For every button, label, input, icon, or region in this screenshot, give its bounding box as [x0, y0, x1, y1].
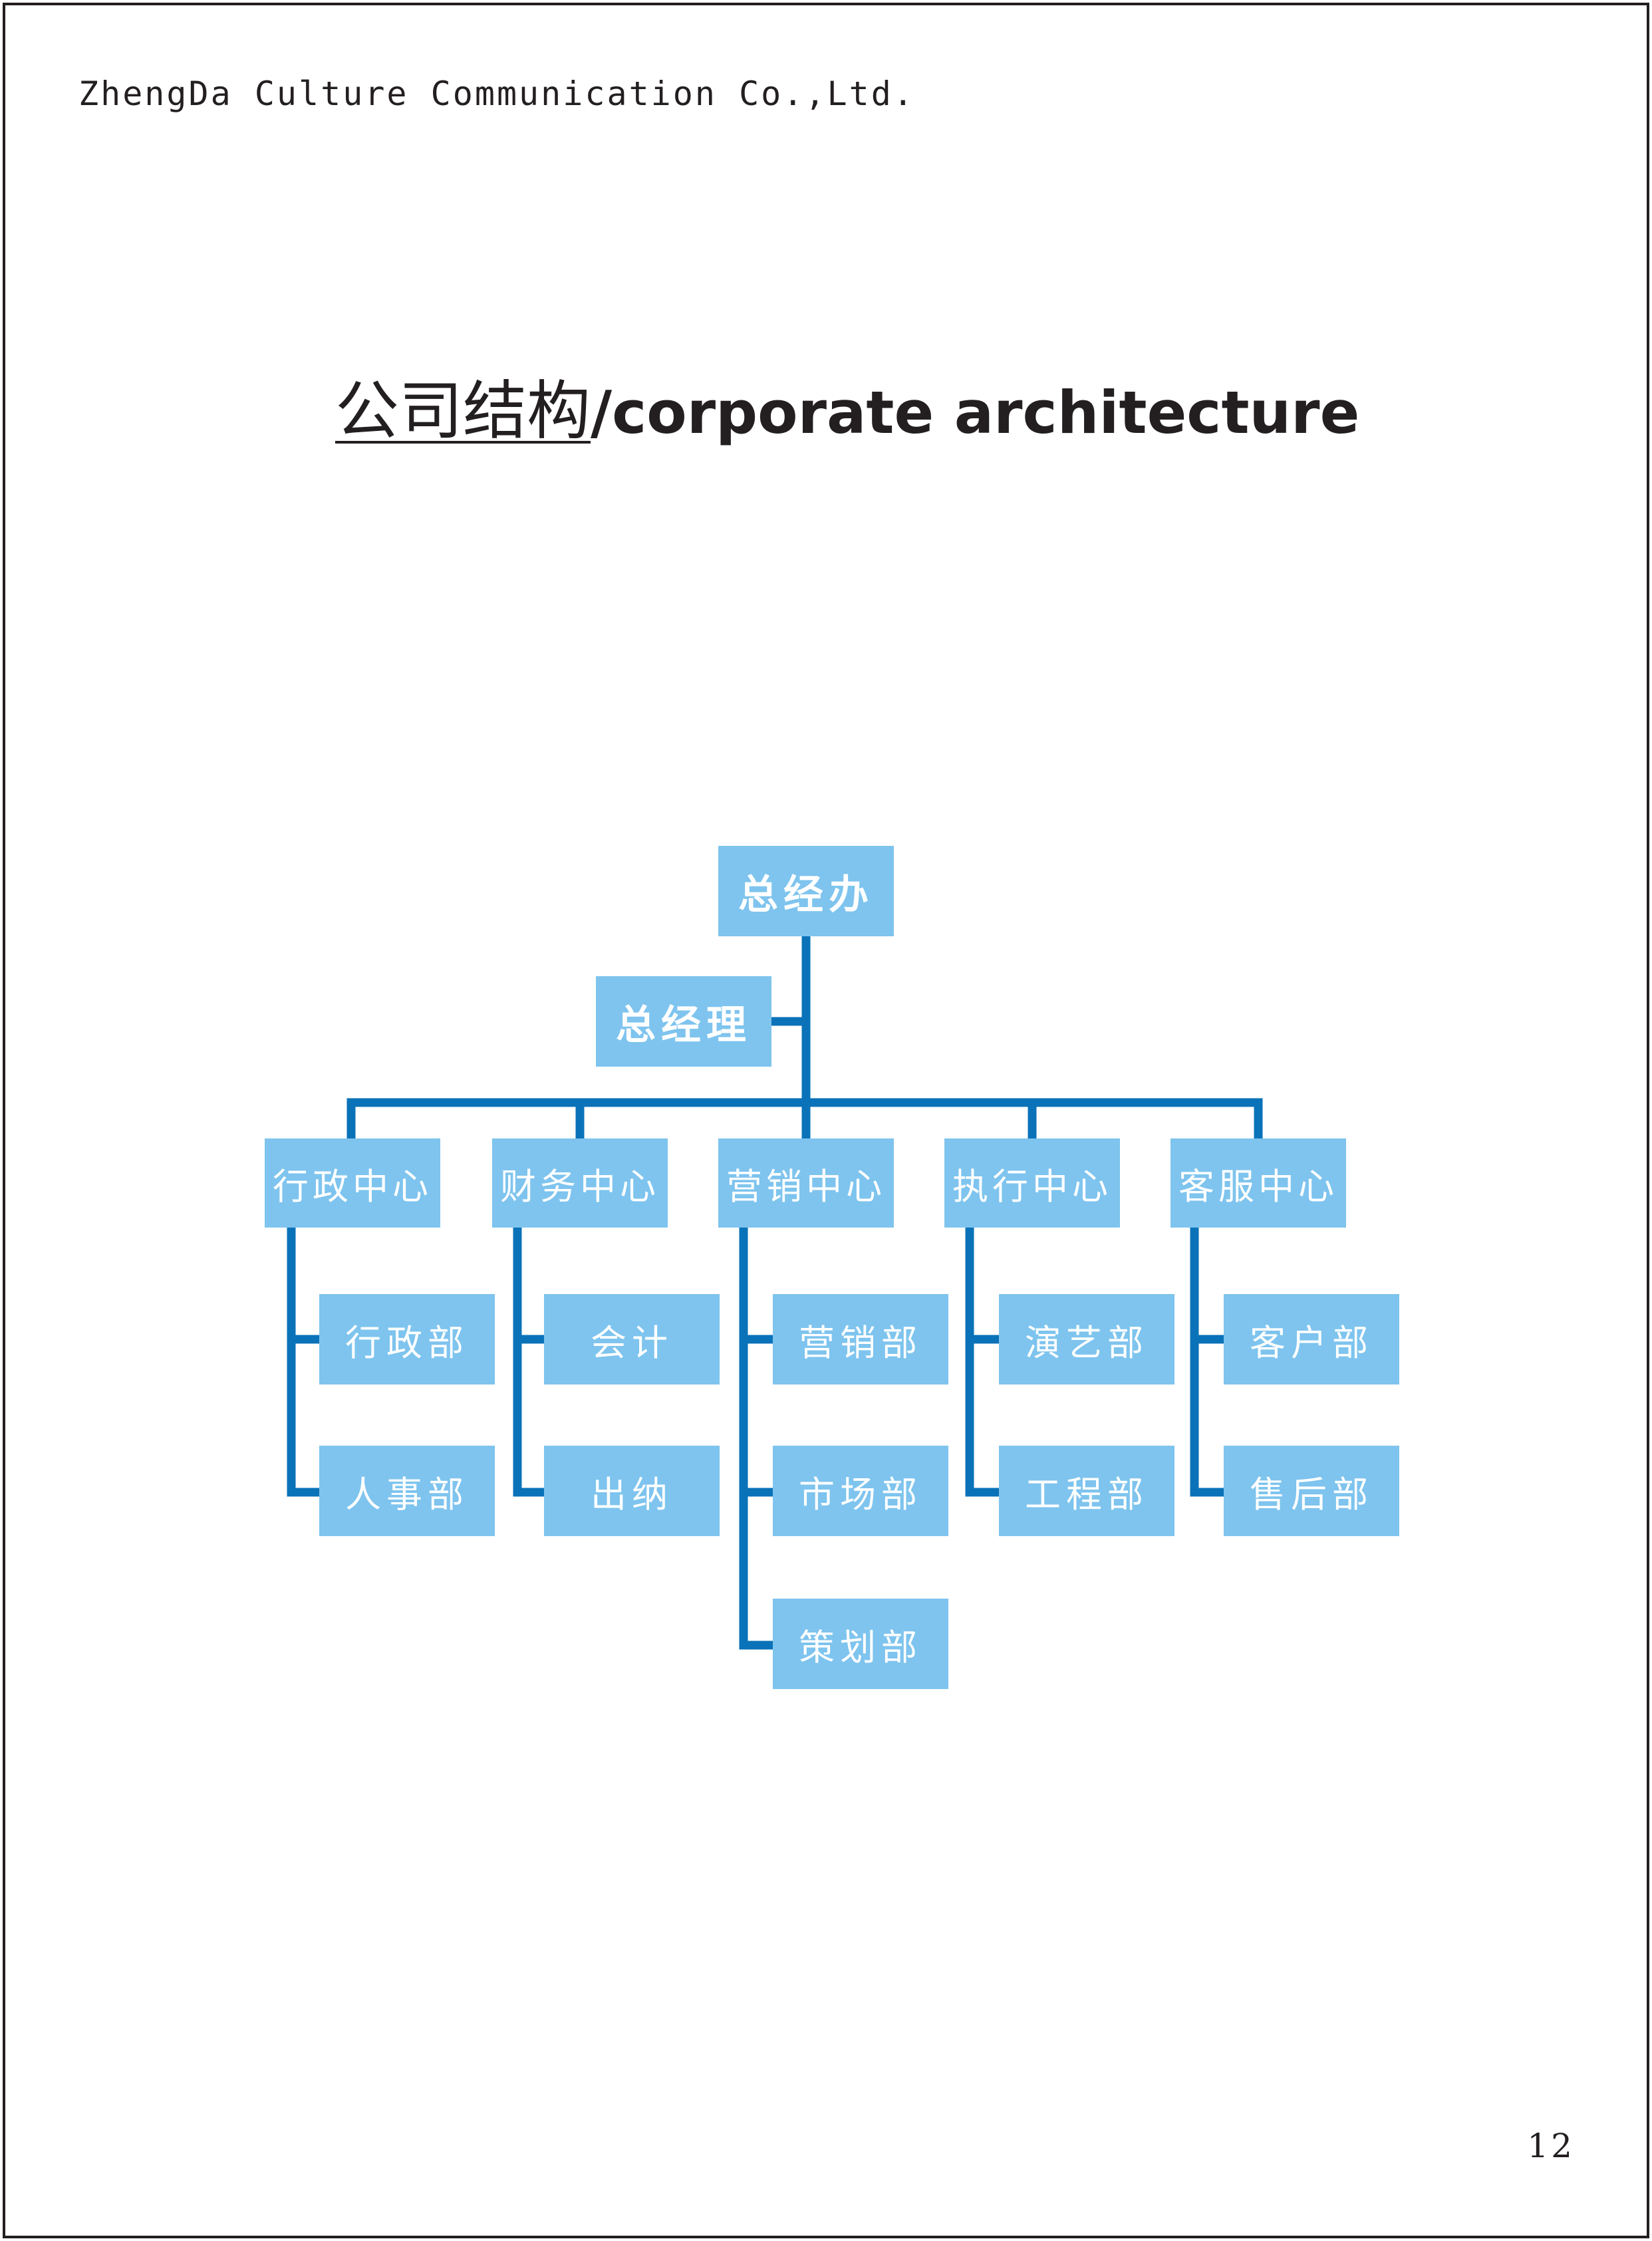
page-border — [3, 3, 1649, 2238]
node-center-finance: 财务中心 — [492, 1138, 668, 1228]
branch-line-service — [1190, 1223, 1228, 1497]
node-dept-customer: 客户部 — [1224, 1294, 1399, 1384]
node-dept-planning: 策划部 — [773, 1599, 948, 1689]
page-number: 12 — [1527, 2127, 1575, 2165]
company-name: ZhengDa Culture Communication Co.,Ltd. — [78, 74, 915, 113]
branch-line-admin — [287, 1223, 324, 1497]
node-dept-engineering: 工程部 — [999, 1446, 1174, 1536]
branch-line-finance — [513, 1223, 549, 1497]
page-title: 公司结构/corporate architecture — [335, 359, 1359, 452]
node-center-marketing: 营销中心 — [718, 1138, 894, 1228]
node-center-admin: 行政中心 — [265, 1138, 440, 1228]
node-dept-market: 市场部 — [773, 1446, 948, 1536]
node-dept-admin: 行政部 — [319, 1294, 495, 1384]
node-dept-hr: 人事部 — [319, 1446, 495, 1536]
branch-line-execution — [965, 1223, 1004, 1497]
node-dept-after-sales: 售后部 — [1224, 1446, 1399, 1536]
node-dept-accounting: 会计 — [544, 1294, 720, 1384]
node-dept-sales: 营销部 — [773, 1294, 948, 1384]
node-general-office: 总经办 — [718, 846, 894, 936]
node-dept-cashier: 出纳 — [544, 1446, 720, 1536]
branch-line-marketing — [739, 1223, 777, 1650]
node-center-execution: 执行中心 — [944, 1138, 1120, 1228]
title-chinese: 公司结构 — [335, 374, 591, 448]
title-english: /corporate architecture — [591, 378, 1360, 447]
node-center-service: 客服中心 — [1170, 1138, 1346, 1228]
node-dept-performance: 演艺部 — [999, 1294, 1174, 1384]
node-general-manager: 总经理 — [596, 976, 771, 1067]
